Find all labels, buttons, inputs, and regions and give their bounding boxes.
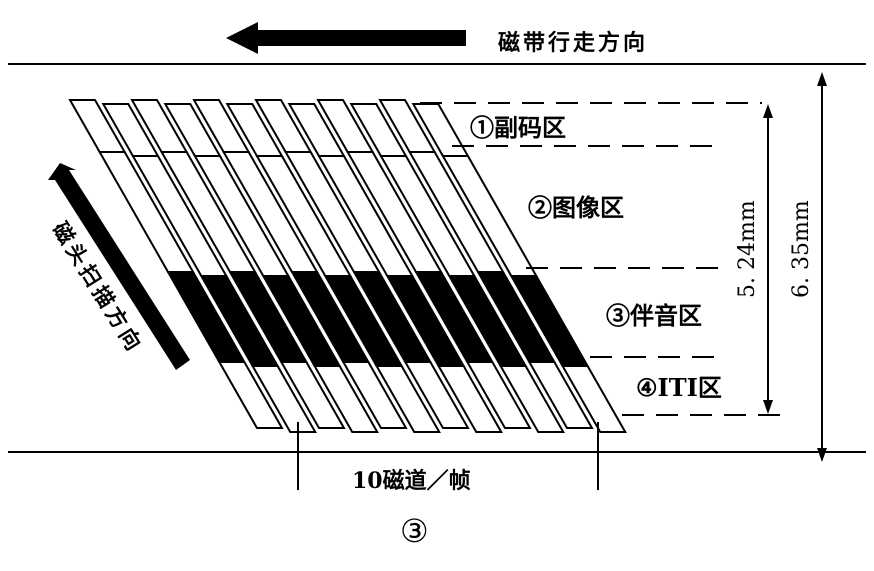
head-scan-arrow-icon <box>48 163 190 370</box>
track-segment <box>341 361 408 429</box>
track-segment <box>374 365 441 433</box>
track-segment <box>560 365 627 433</box>
track-segment <box>250 365 317 433</box>
zone-video-label: ②图像区 <box>528 193 624 222</box>
dim-inner-top-arrow-icon <box>763 104 773 118</box>
zone-audio-label: ③伴音区 <box>606 301 702 330</box>
dim-outer-bottom-arrow-icon <box>817 448 827 462</box>
dim-inner-bottom-arrow-icon <box>763 400 773 414</box>
track-segment <box>436 365 503 433</box>
track-segment <box>403 361 470 429</box>
track-group <box>68 99 627 433</box>
dim-outer-label: 6. 35mm <box>789 200 814 298</box>
track-segment <box>217 361 284 429</box>
tape-direction-arrow-icon <box>226 22 466 54</box>
track-segment <box>312 365 379 433</box>
tracks-per-frame-label: 10磁道／帧 <box>352 468 471 494</box>
zone-subcode-label: ①副码区 <box>470 113 566 142</box>
dim-outer-top-arrow-icon <box>817 72 827 86</box>
track-segment <box>465 361 532 429</box>
tape-direction-label: 磁带行走方向 <box>498 30 648 56</box>
track-segment <box>279 361 346 429</box>
zone-iti-label: ④ITI区 <box>636 373 722 402</box>
figure-number: ③ <box>400 512 429 550</box>
dim-inner-label: 5. 24mm <box>735 200 760 298</box>
track-segment <box>527 361 594 429</box>
track-segment <box>498 365 565 433</box>
